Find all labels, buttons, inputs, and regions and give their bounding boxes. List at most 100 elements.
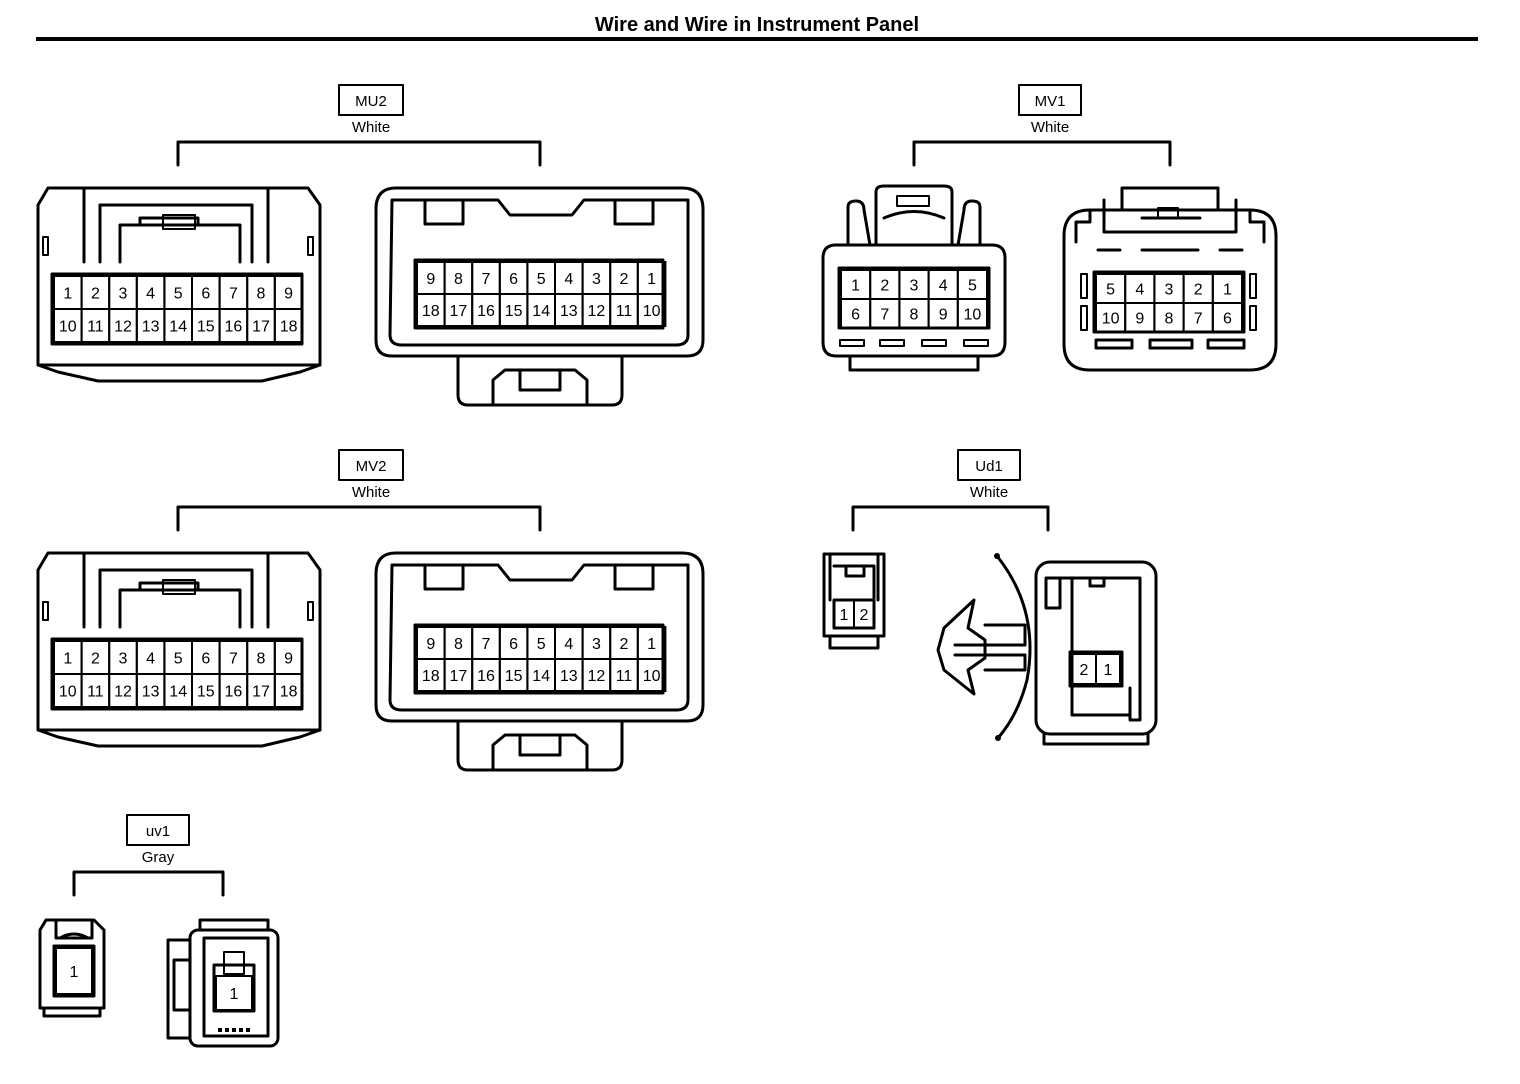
pin-number: 5 [537, 636, 546, 653]
pin-number: 10 [964, 306, 982, 323]
pin-number: 17 [450, 303, 468, 320]
pin-number: 14 [532, 303, 550, 320]
pin-number: 16 [477, 303, 495, 320]
pin-number: 7 [229, 285, 238, 302]
pin-number: 4 [564, 271, 573, 288]
pin-number: 9 [1135, 310, 1144, 327]
pin-number: 14 [169, 683, 187, 700]
page-title: Wire and Wire in Instrument Panel [595, 14, 919, 36]
pin-number: 1 [63, 650, 72, 667]
pin-number: 3 [119, 650, 128, 667]
pin-number: 18 [280, 318, 298, 335]
pin-number: 11 [616, 668, 633, 685]
male-connector: 1 [166, 918, 280, 1048]
pin-number: 6 [509, 636, 518, 653]
pin-number: 15 [505, 303, 523, 320]
connector-color: Gray [142, 849, 175, 866]
pin-number: 18 [280, 683, 298, 700]
pin-number: 7 [482, 636, 491, 653]
pin-cell [215, 975, 253, 1011]
pin-number: 13 [560, 303, 578, 320]
pin-number: 17 [252, 318, 270, 335]
pin-number: 10 [643, 668, 661, 685]
pin-number: 14 [169, 318, 187, 335]
pin-number: 8 [257, 650, 266, 667]
pin-number: 7 [482, 271, 491, 288]
pin-number: 10 [1102, 310, 1120, 327]
connector-code: MV1 [1035, 93, 1066, 110]
pin-number: 8 [454, 636, 463, 653]
pin-number: 15 [505, 668, 523, 685]
pin-number: 12 [114, 318, 132, 335]
pin-number: 8 [910, 306, 919, 323]
connector-code: uv1 [146, 823, 170, 840]
pin-number: 1 [230, 986, 239, 1003]
connector-label: MV1 White [1018, 84, 1082, 136]
pin-number: 13 [142, 683, 160, 700]
connector-label: MV2 White [338, 449, 404, 501]
pin-number: 12 [588, 303, 606, 320]
pin-number: 3 [910, 277, 919, 294]
pin-number: 6 [851, 306, 860, 323]
pin-number: 4 [939, 277, 948, 294]
pin-number: 17 [252, 683, 270, 700]
pin-number: 2 [1080, 662, 1089, 679]
pin-number: 7 [229, 650, 238, 667]
pin-number: 17 [450, 668, 468, 685]
pin-number: 13 [142, 318, 160, 335]
pin-cell [853, 599, 875, 629]
connector-bracket [176, 140, 542, 167]
pin-number: 11 [616, 303, 633, 320]
pin-number: 3 [592, 636, 601, 653]
pin-cell [273, 673, 304, 708]
pin-cell [55, 947, 93, 995]
pin-number: 5 [537, 271, 546, 288]
pin-number: 16 [477, 668, 495, 685]
pin-number: 7 [880, 306, 889, 323]
connector-uv1: uv1 Gray 1 1 [38, 814, 280, 1048]
pin-number: 6 [1223, 310, 1232, 327]
pin-number: 8 [1165, 310, 1174, 327]
connector-code: MV2 [356, 458, 387, 475]
pin-number: 5 [174, 285, 183, 302]
pin-number: 1 [1104, 662, 1113, 679]
pin-number: 9 [284, 650, 293, 667]
pin-number: 2 [620, 271, 629, 288]
pin-number: 16 [225, 318, 243, 335]
connector-label: MU2 White [338, 84, 404, 136]
pin-cell [636, 293, 667, 327]
pin-number: 14 [532, 668, 550, 685]
pin-number: 10 [59, 318, 77, 335]
pin-cell [1095, 653, 1121, 685]
connector-label: Ud1 White [957, 449, 1021, 501]
pin-number: 9 [939, 306, 948, 323]
pin-number: 4 [1135, 281, 1144, 298]
pin-number: 8 [454, 271, 463, 288]
connector-color: White [352, 484, 390, 501]
pin-number: 4 [564, 636, 573, 653]
pin-number: 13 [560, 668, 578, 685]
pin-number: 1 [1223, 281, 1232, 298]
connector-code: Ud1 [975, 458, 1003, 475]
pin-number: 15 [197, 683, 215, 700]
connector-color: White [1031, 119, 1069, 136]
pin-number: 9 [426, 271, 435, 288]
connector-bracket [176, 505, 542, 532]
pin-number: 5 [174, 650, 183, 667]
pin-number: 2 [91, 285, 100, 302]
pin-number: 6 [509, 271, 518, 288]
pin-number: 1 [851, 277, 860, 294]
connector-code: MU2 [355, 93, 387, 110]
pin-number: 1 [63, 285, 72, 302]
connector-label: uv1 Gray [126, 814, 190, 866]
pin-number: 3 [1165, 281, 1174, 298]
pin-number: 6 [201, 650, 210, 667]
